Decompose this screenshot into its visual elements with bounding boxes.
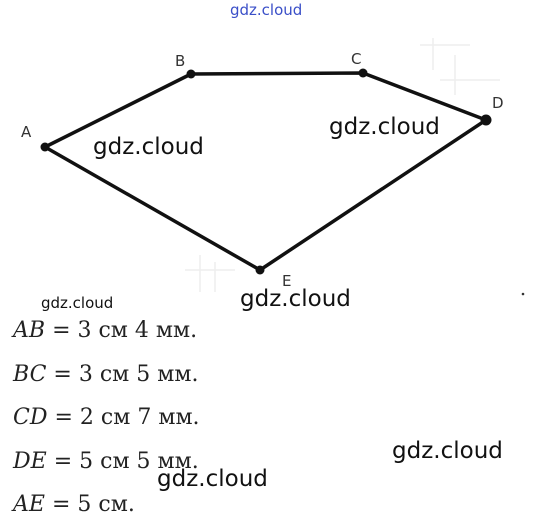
stray-dot xyxy=(521,292,525,296)
background-marks xyxy=(185,38,500,292)
segment-name: AB xyxy=(13,318,46,343)
equals-sign: = xyxy=(51,492,71,517)
segment-name: DE xyxy=(13,448,47,474)
measurement-row-ab: AB = 3 см 4 мм. xyxy=(13,313,200,357)
watermark: gdz.cloud xyxy=(240,286,351,312)
vertex-point-a xyxy=(40,142,50,152)
measurement-row-de: DE = 5 см 5 мм. xyxy=(13,444,200,488)
vertex-label-c: C xyxy=(351,50,361,68)
measurement-row-cd: CD = 2 см 7 мм. xyxy=(13,400,200,444)
pentagon-figure: A B C D E xyxy=(21,38,525,296)
vertex-point-e xyxy=(255,265,265,275)
segment-length: 2 см 7 мм. xyxy=(79,405,200,430)
vertex-label-b: B xyxy=(175,52,185,70)
watermark: gdz.cloud xyxy=(157,466,268,492)
watermark: gdz.cloud xyxy=(93,134,204,160)
segment-name: AE xyxy=(13,492,45,517)
measurement-row-bc: BC = 3 см 5 мм. xyxy=(13,357,200,401)
vertex-point-c xyxy=(358,68,368,78)
equals-sign: = xyxy=(54,405,73,430)
watermark: gdz.cloud xyxy=(41,294,114,312)
watermark: gdz.cloud xyxy=(329,114,440,140)
segment-name: BC xyxy=(13,361,47,387)
measurement-list: AB = 3 см 4 мм. BC = 3 см 5 мм. CD = 2 с… xyxy=(13,313,200,531)
vertex-label-a: A xyxy=(21,123,32,141)
watermark-top: gdz.cloud xyxy=(230,1,303,19)
equals-sign: = xyxy=(53,448,73,474)
watermark: gdz.cloud xyxy=(392,438,503,464)
vertex-point-b xyxy=(186,69,196,79)
segment-length: 5 см 5 мм. xyxy=(79,448,199,474)
vertex-point-d xyxy=(480,114,492,126)
segment-length: 3 см 5 мм. xyxy=(78,361,199,387)
equals-sign: = xyxy=(53,361,72,387)
pentagon-outline xyxy=(43,71,488,272)
equals-sign: = xyxy=(52,318,71,343)
measurement-row-ae: AE = 5 см. xyxy=(13,487,200,531)
vertex-label-e: E xyxy=(282,272,291,290)
segment-length: 5 см. xyxy=(77,492,135,517)
segment-length: 3 см 4 мм. xyxy=(77,318,198,343)
segment-name: CD xyxy=(13,405,48,430)
vertex-label-d: D xyxy=(492,94,504,112)
